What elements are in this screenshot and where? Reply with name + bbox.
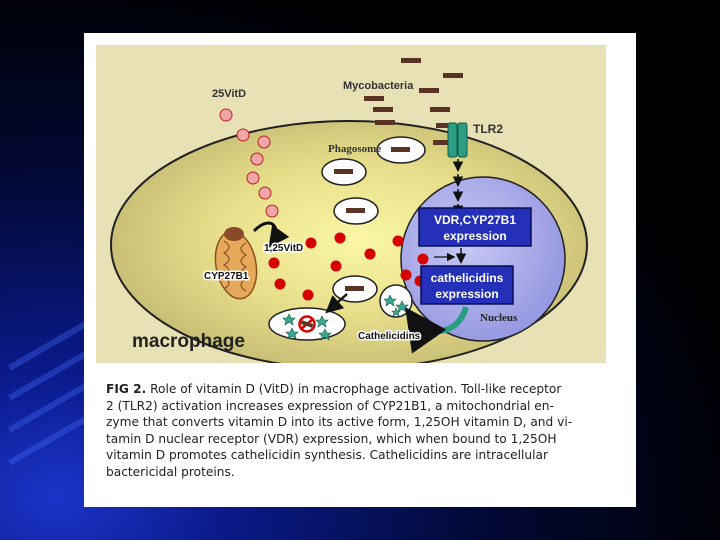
- caption-line: bactericidal proteins.: [106, 464, 626, 481]
- caption-line: 2 (TLR2) activation increases expression…: [106, 398, 626, 415]
- slide: Mycobacteria 25VitD TLR2 Phagosome CYP27…: [84, 33, 636, 507]
- vitd125-molecule: [306, 238, 317, 249]
- tlr2-receptor: [448, 123, 467, 157]
- mycobacteria-label: Mycobacteria: [343, 80, 414, 92]
- vdr-box-line1: VDR,CYP27B1: [434, 213, 516, 227]
- caption-text: Role of vitamin D (VitD) in macrophage a…: [150, 382, 561, 396]
- vitd25-label: 25VitD: [212, 88, 246, 100]
- vitd25-molecule: [251, 153, 263, 165]
- vitd25-molecule: [247, 172, 259, 184]
- figure-caption: FIG 2. Role of vitamin D (VitD) in macro…: [106, 381, 626, 481]
- nucleus-label: Nucleus: [480, 312, 518, 324]
- macrophage-diagram: Mycobacteria 25VitD TLR2 Phagosome CYP27…: [96, 45, 606, 363]
- vitd25-molecule: [259, 187, 271, 199]
- caption-line: FIG 2. Role of vitamin D (VitD) in macro…: [106, 381, 626, 398]
- phagosome-label: Phagosome: [328, 143, 381, 155]
- vitd25-molecule: [220, 109, 232, 121]
- cyp27b1-label: CYP27B1: [204, 271, 249, 282]
- caption-fig-label: FIG 2.: [106, 382, 146, 396]
- vdr-box-line2: expression: [443, 229, 506, 243]
- caption-line: zyme that converts vitamin D into its ac…: [106, 414, 626, 431]
- vitd25-molecule: [237, 129, 249, 141]
- vitd125-molecule: [365, 249, 376, 260]
- macrophage-label: macrophage: [132, 331, 245, 352]
- caption-line: vitamin D promotes cathelicidin synthesi…: [106, 447, 626, 464]
- mycobacterium: [364, 96, 384, 101]
- vitd25-molecule: [266, 205, 278, 217]
- mycobacterium: [401, 58, 421, 63]
- vitd25-molecule: [258, 136, 270, 148]
- tlr2-label: TLR2: [473, 122, 503, 136]
- cath-box-line2: expression: [435, 287, 498, 301]
- vitd125-molecule: [303, 290, 314, 301]
- vitd125-molecule: [393, 236, 404, 247]
- mycobacterium: [419, 88, 439, 93]
- vitd125-molecule: [401, 270, 412, 281]
- cyp27b1-enzyme: [224, 227, 244, 241]
- vitd125-label: 1,25VitD: [264, 243, 303, 254]
- caption-line: tamin D nuclear receptor (VDR) expressio…: [106, 431, 626, 448]
- mycobacterium: [430, 107, 450, 112]
- mycobacterium: [375, 120, 395, 125]
- vitd125-molecule: [331, 261, 342, 272]
- mycobacterium: [373, 107, 393, 112]
- cath-box-line1: cathelicidins: [431, 271, 504, 285]
- cathelicidins-label: Cathelicidins: [358, 331, 421, 342]
- vitd125-molecule: [335, 233, 346, 244]
- vitd125-molecule: [269, 258, 280, 269]
- vitd125-molecule: [418, 254, 429, 265]
- figure-panel: Mycobacteria 25VitD TLR2 Phagosome CYP27…: [96, 45, 606, 363]
- vitd125-molecule: [275, 279, 286, 290]
- mycobacterium: [443, 73, 463, 78]
